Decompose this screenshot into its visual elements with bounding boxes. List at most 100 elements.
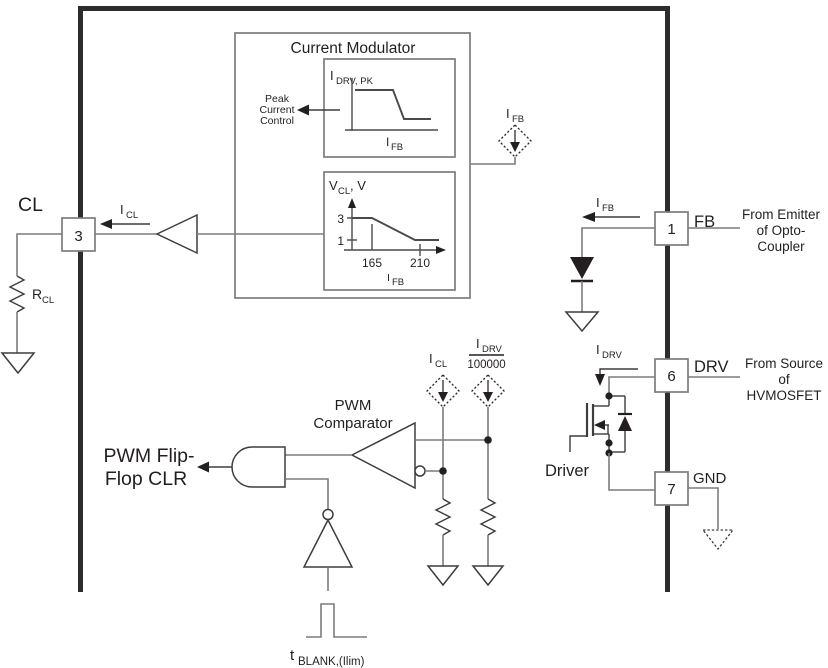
current-sources: I CL I DRV 100000 — [426, 336, 506, 587]
inverter-icon — [302, 518, 354, 568]
current-modulator-block: Current Modulator I DRV, PK I FB Peak Cu… — [234, 32, 471, 299]
graph2-ytick-lo: 1 — [337, 234, 344, 248]
idrv-ratio-num-sub: DRV — [482, 344, 503, 355]
driver-label: Driver — [545, 462, 590, 480]
pulse-waveform-icon — [306, 603, 367, 638]
down-arrowhead-icon — [510, 142, 520, 152]
graph-vcl-vs-ifb: V CL , V 3 1 165 210 I FB — [323, 171, 456, 291]
right-arrowhead-icon — [436, 246, 446, 254]
cl-pin-name: CL — [18, 194, 43, 216]
junction-dot — [484, 436, 492, 444]
ground-icon — [471, 565, 505, 587]
ground-icon — [701, 529, 735, 551]
ff-clr-label-line2: Flop CLR — [105, 468, 187, 490]
mosfet-arrow-icon — [594, 420, 605, 430]
comparator-icon — [350, 421, 416, 490]
junction-dot — [605, 439, 613, 447]
gnd-pin-section: 7 GND — [654, 470, 735, 551]
idrv-ratio-denominator: 100000 — [467, 359, 505, 371]
peak-label-line1: Peak — [265, 93, 290, 105]
icl-source-label-sub: CL — [435, 359, 447, 370]
and-gate-section: PWM Flip- Flop CLR — [104, 445, 329, 509]
current-modulator-title: Current Modulator — [291, 40, 416, 57]
inverter-bubble-icon — [322, 508, 334, 521]
inverting-input-bubble-icon — [414, 465, 426, 477]
ifb-arrowhead-icon — [582, 212, 595, 222]
graph2-ylabel-base: V — [329, 178, 338, 193]
ic-boundary — [78, 6, 670, 592]
blank-pulse: t BLANK,(Ilim) — [290, 603, 367, 668]
graph1-curve — [355, 89, 431, 120]
drv-pin-number: 6 — [667, 368, 675, 385]
fb-pin-section: I FB 1 FB From Emitter of Opto- Coupler — [564, 195, 821, 333]
ground-icon — [426, 565, 460, 587]
rcl-resistor-icon — [8, 275, 26, 313]
graph2-ytick-hi: 3 — [337, 212, 344, 226]
down-arrowhead-icon — [438, 392, 448, 402]
resistor-icon — [434, 498, 452, 536]
fb-annotation-line3: Coupler — [757, 239, 805, 254]
graph1-ylabel-base: I — [330, 68, 334, 83]
comparator-label-line1: PWM — [335, 397, 372, 414]
resistor-icon — [479, 498, 497, 536]
peak-label-line3: Control — [260, 115, 294, 127]
ifb-pin-label-sub: FB — [602, 203, 614, 214]
rcl-label-base: R — [32, 286, 42, 302]
icl-label-base: I — [120, 202, 124, 217]
junction-dot — [605, 392, 613, 400]
ifb-current-source: I FB — [470, 106, 532, 165]
and-gate-icon — [231, 446, 286, 488]
fb-annotation-line1: From Emitter — [742, 207, 821, 222]
idrv-arrowhead-icon — [595, 374, 605, 386]
driver-section: I DRV Driver — [545, 342, 823, 491]
mosfet-icon — [569, 396, 610, 453]
graph2-curve — [352, 217, 439, 241]
tblank-label-sub: BLANK,(Ilim) — [298, 656, 365, 668]
idrv-pin-label-sub: DRV — [602, 350, 623, 361]
graph1-ylabel-sub: DRV, PK — [336, 76, 374, 87]
idrv-pin-label-base: I — [596, 342, 600, 357]
graph2-xtick-1: 165 — [362, 256, 382, 270]
icl-label-sub: CL — [126, 210, 138, 221]
pwm-comparator: PWM Comparator — [285, 397, 492, 490]
idrv-ratio-num-base: I — [476, 336, 480, 351]
left-arrowhead-icon — [297, 104, 309, 116]
graph1-xlabel-sub: FB — [391, 142, 403, 153]
ground-icon — [564, 311, 600, 333]
peak-label-line2: Current — [259, 104, 294, 116]
drv-pin-name: DRV — [694, 358, 729, 376]
graph2-xlabel-base: I — [387, 272, 390, 284]
ifb-source-label-sub: FB — [512, 114, 524, 125]
junction-dot — [439, 467, 447, 475]
cl-pin-section: CL I CL 3 R CL — [0, 194, 324, 375]
graph2-xlabel-sub: FB — [392, 277, 404, 288]
gnd-pin-name: GND — [693, 470, 727, 487]
comparator-label-line2: Comparator — [313, 415, 392, 432]
down-arrowhead-icon — [483, 392, 493, 402]
buffer-icon — [155, 213, 198, 255]
icl-source-label-base: I — [429, 351, 433, 366]
ifb-pin-label-base: I — [596, 195, 600, 210]
up-arrowhead-icon — [348, 198, 356, 208]
peak-current-control: Peak Current Control — [259, 93, 340, 127]
drv-annotation-line2: of — [778, 372, 790, 387]
ifb-source-label-base: I — [506, 106, 510, 121]
cl-pin-number: 3 — [74, 228, 82, 245]
graph2-ylabel-suffix: , V — [350, 178, 366, 193]
tblank-label-base: t — [290, 647, 295, 664]
graph1-xlabel-base: I — [386, 135, 389, 149]
ff-clr-label-line1: PWM Flip- — [104, 445, 195, 467]
drv-annotation-line1: From Source — [745, 356, 823, 371]
fb-pin-name: FB — [694, 213, 715, 231]
output-arrowhead-icon — [197, 461, 209, 473]
fb-annotation-line2: of Opto- — [757, 223, 806, 238]
inverter-section — [302, 508, 354, 591]
graph-idrvpk-vs-ifb: I DRV, PK I FB — [323, 58, 456, 158]
rcl-label-sub: CL — [42, 295, 54, 306]
graph2-ylabel-sub: CL — [338, 186, 350, 197]
drv-annotation-line3: HVMOSFET — [746, 388, 821, 403]
diode-icon — [570, 257, 594, 279]
ground-icon — [0, 352, 36, 375]
gnd-pin-number: 7 — [667, 481, 675, 498]
